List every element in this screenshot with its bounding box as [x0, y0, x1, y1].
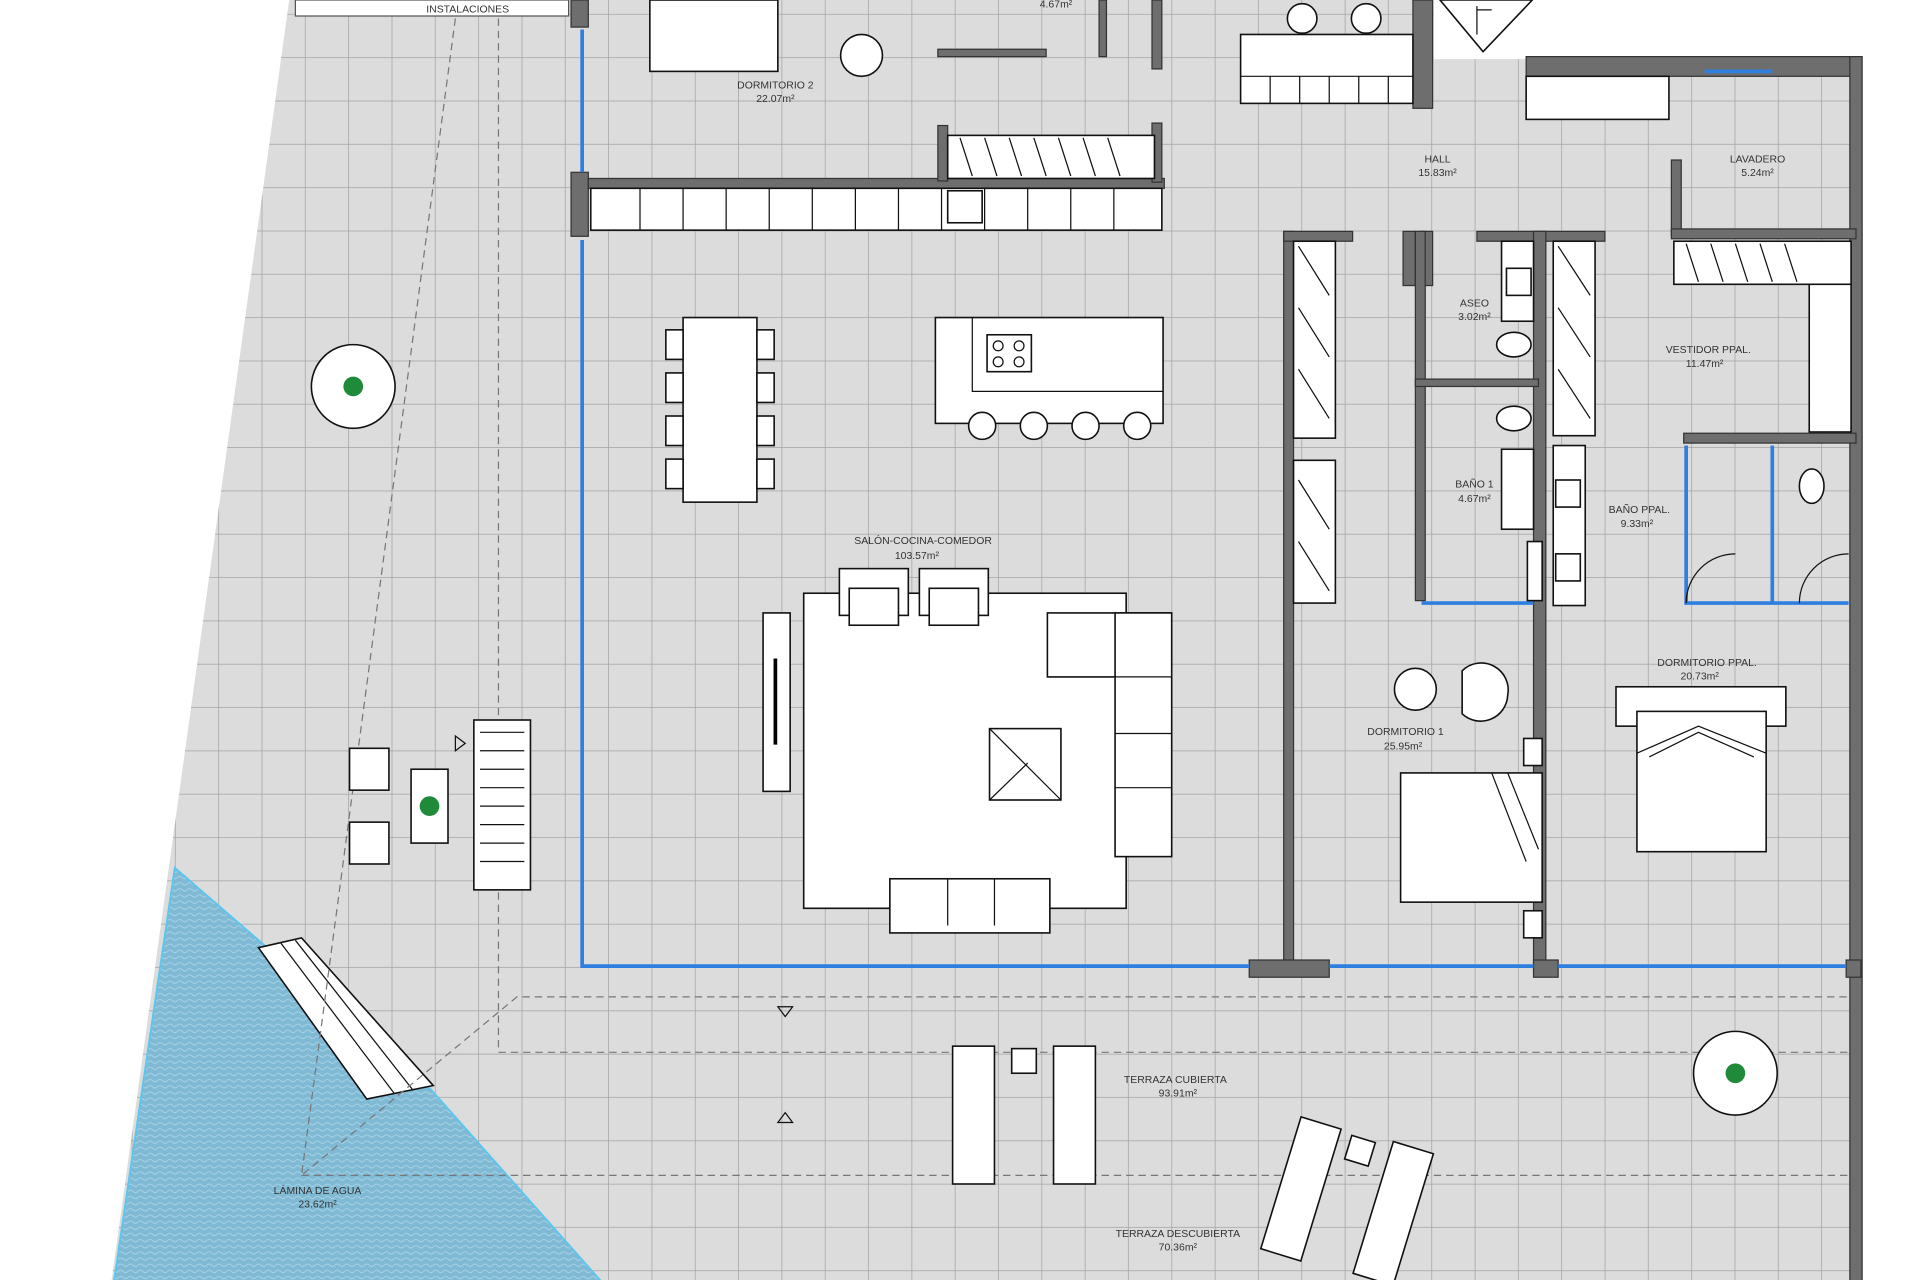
room-area: 9.33m² — [1621, 519, 1654, 530]
bathroom-fixtures — [1495, 240, 1849, 607]
room-name: LAVADERO — [1730, 154, 1785, 165]
room-name: INSTALACIONES — [426, 4, 509, 15]
kitchen-island — [934, 316, 1164, 441]
room-name: LÁMINA DE AGUA — [274, 1184, 362, 1197]
room-area: 5.24m² — [1741, 168, 1774, 179]
room-area: 15.83m² — [1418, 168, 1457, 179]
room-area: 70.36m² — [1159, 1242, 1198, 1253]
room-name: BAÑO PPAL. — [1609, 503, 1670, 516]
room-area: 22.07m² — [756, 94, 795, 105]
room-area: 11.47m² — [1686, 359, 1724, 370]
kitchen-counter — [589, 187, 1163, 231]
room-name: ASEO — [1460, 298, 1489, 309]
room-area: 103.57m² — [895, 551, 940, 562]
room-name: DORMITORIO 1 — [1367, 727, 1444, 738]
terrace-furniture — [310, 343, 1779, 1280]
room-area: 3.02m² — [1458, 312, 1491, 323]
plant-icon — [343, 376, 1746, 1084]
room-name: SALÓN-COCINA-COMEDOR — [854, 534, 992, 547]
wardrobes — [946, 75, 1852, 604]
living-area — [762, 567, 1173, 934]
room-name: VESTIDOR PPAL. — [1666, 345, 1751, 356]
room-name: TERRAZA CUBIERTA — [1124, 1075, 1227, 1086]
room-area: 4.67m² — [1040, 0, 1073, 10]
dining-table — [665, 316, 775, 503]
stair-arrow-icon — [1438, 0, 1534, 53]
room-name: DORMITORIO 2 — [737, 81, 814, 92]
room-area: 20.73m² — [1681, 671, 1720, 682]
instalaciones-box — [294, 0, 570, 17]
room-area: 93.91m² — [1159, 1089, 1198, 1100]
room-name: DORMITORIO PPAL. — [1657, 658, 1757, 669]
room-name: HALL — [1424, 154, 1450, 165]
room-area: 25.95m² — [1384, 742, 1423, 753]
room-name: BAÑO 1 — [1455, 477, 1494, 490]
room-name: TERRAZA DESCUBIERTA — [1116, 1229, 1241, 1240]
room-area: 23.62m² — [298, 1199, 337, 1210]
pool-steps — [257, 936, 435, 1100]
room-labels: INSTALACIONES 4.67m² DORMITORIO 2 22.07m… — [274, 0, 1786, 1253]
bedroom-furniture — [1393, 662, 1787, 939]
room-area: 4.67m² — [1458, 494, 1491, 505]
